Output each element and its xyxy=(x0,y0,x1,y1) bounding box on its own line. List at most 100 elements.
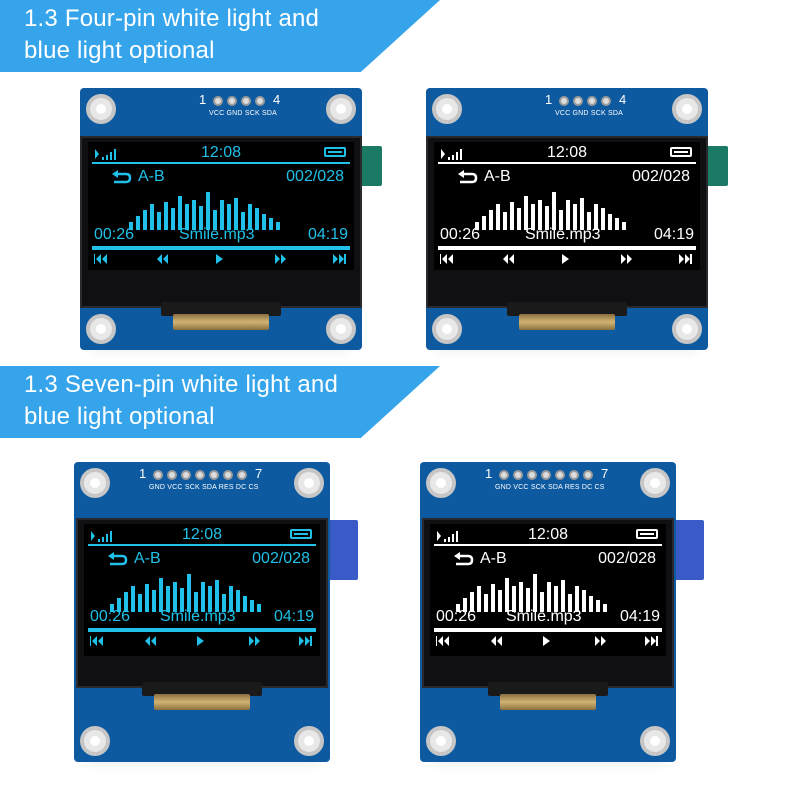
header-pin xyxy=(153,470,163,480)
spectrum-bar xyxy=(622,222,626,230)
progress-bar xyxy=(88,628,316,632)
banner-four-pin: 1.3 Four-pin white light and blue light … xyxy=(0,0,440,72)
track-index: 002/028 xyxy=(598,550,656,567)
spectrum-bar xyxy=(241,212,245,230)
signal-icon xyxy=(94,147,116,160)
rewind-icon xyxy=(156,254,169,267)
elapsed-time: 00:26 xyxy=(436,608,477,625)
spectrum-bar xyxy=(208,586,212,612)
spectrum-bar xyxy=(531,204,535,230)
spectrum-bar xyxy=(171,208,175,230)
gold-contacts xyxy=(500,694,596,710)
track-duration: 04:19 xyxy=(273,608,314,625)
repeat-icon xyxy=(110,170,132,186)
spectrum-bar xyxy=(164,202,168,230)
signal-icon xyxy=(440,147,462,160)
spectrum-bar xyxy=(213,210,217,230)
spectrum-bar xyxy=(496,204,500,230)
mounting-hole xyxy=(80,726,110,756)
play-icon xyxy=(196,636,204,649)
spectrum-bar xyxy=(143,210,147,230)
spectrum-bar xyxy=(512,586,516,612)
spectrum-bar xyxy=(498,590,502,612)
repeat-icon xyxy=(456,170,478,186)
spectrum-bar xyxy=(227,204,231,230)
spectrum-bar xyxy=(482,216,486,230)
elapsed-time: 00:26 xyxy=(440,226,481,243)
header-pins xyxy=(559,96,611,106)
fast-forward-icon xyxy=(248,636,261,649)
spectrum-bar xyxy=(601,208,605,230)
spectrum-bar xyxy=(547,582,551,612)
mounting-hole xyxy=(294,726,324,756)
mounting-hole xyxy=(86,94,116,124)
header-pin xyxy=(227,96,237,106)
banner-seven-pin: 1.3 Seven-pin white light and blue light… xyxy=(0,366,440,438)
pin-number-first: 1 xyxy=(545,92,553,107)
clock-time: 12:08 xyxy=(546,144,588,161)
spectrum-bar xyxy=(201,582,205,612)
spectrum-bar xyxy=(129,222,133,230)
spectrum-bar xyxy=(262,214,266,230)
spectrum-bar xyxy=(206,192,210,230)
fast-forward-icon xyxy=(620,254,633,267)
header-pin xyxy=(587,96,597,106)
spectrum-bar xyxy=(594,204,598,230)
rewind-icon xyxy=(144,636,157,649)
header-pin xyxy=(541,470,551,480)
spectrum-bar xyxy=(603,604,607,612)
spectrum-bar xyxy=(178,196,182,230)
progress-bar xyxy=(438,246,696,250)
next-track-icon xyxy=(298,636,312,649)
spectrum-bar xyxy=(166,586,170,612)
spectrum-bar xyxy=(192,200,196,230)
spectrum-bar xyxy=(110,604,114,612)
mounting-hole xyxy=(640,468,670,498)
prev-track-icon xyxy=(439,254,454,267)
spectrum-bar xyxy=(540,592,544,612)
next-track-icon xyxy=(644,636,658,649)
next-track-icon xyxy=(332,254,346,267)
spectrum-bar xyxy=(152,590,156,612)
spectrum-bar xyxy=(596,600,600,612)
spectrum-bar xyxy=(243,596,247,612)
spectrum-bar xyxy=(145,584,149,612)
mounting-hole xyxy=(86,314,116,344)
spectrum-bar xyxy=(124,592,128,612)
spectrum-bar xyxy=(222,594,226,612)
spectrum-bar xyxy=(187,574,191,612)
gold-contacts xyxy=(519,314,615,330)
spectrum-bar xyxy=(215,580,219,612)
gold-contacts xyxy=(173,314,269,330)
spectrum-bar xyxy=(545,206,549,230)
prev-track-icon xyxy=(89,636,104,649)
spectrum-bar xyxy=(519,582,523,612)
spectrum-bar xyxy=(475,222,479,230)
spectrum-bar xyxy=(587,212,591,230)
mounting-hole xyxy=(426,726,456,756)
rewind-icon xyxy=(490,636,503,649)
spectrum-bar xyxy=(491,584,495,612)
next-track-icon xyxy=(678,254,692,267)
clock-time: 12:08 xyxy=(527,526,569,543)
elapsed-time: 00:26 xyxy=(94,226,135,243)
spectrum-bar xyxy=(589,596,593,612)
play-icon xyxy=(215,254,223,267)
spectrum-bar xyxy=(173,582,177,612)
spectrum-bar xyxy=(524,196,528,230)
spectrum-bar xyxy=(582,590,586,612)
spectrum-bar xyxy=(157,212,161,230)
battery-icon xyxy=(670,147,692,157)
pin-labels: GND VCC SCK SDA RES DC CS xyxy=(495,484,605,491)
spectrum-bar xyxy=(510,202,514,230)
spectrum-bar xyxy=(559,210,563,230)
elapsed-time: 00:26 xyxy=(90,608,131,625)
spectrum-bar xyxy=(194,592,198,612)
spectrum-bars xyxy=(129,192,280,230)
spectrum-bar xyxy=(484,594,488,612)
pin-number-last: 4 xyxy=(273,92,281,107)
play-icon xyxy=(542,636,550,649)
